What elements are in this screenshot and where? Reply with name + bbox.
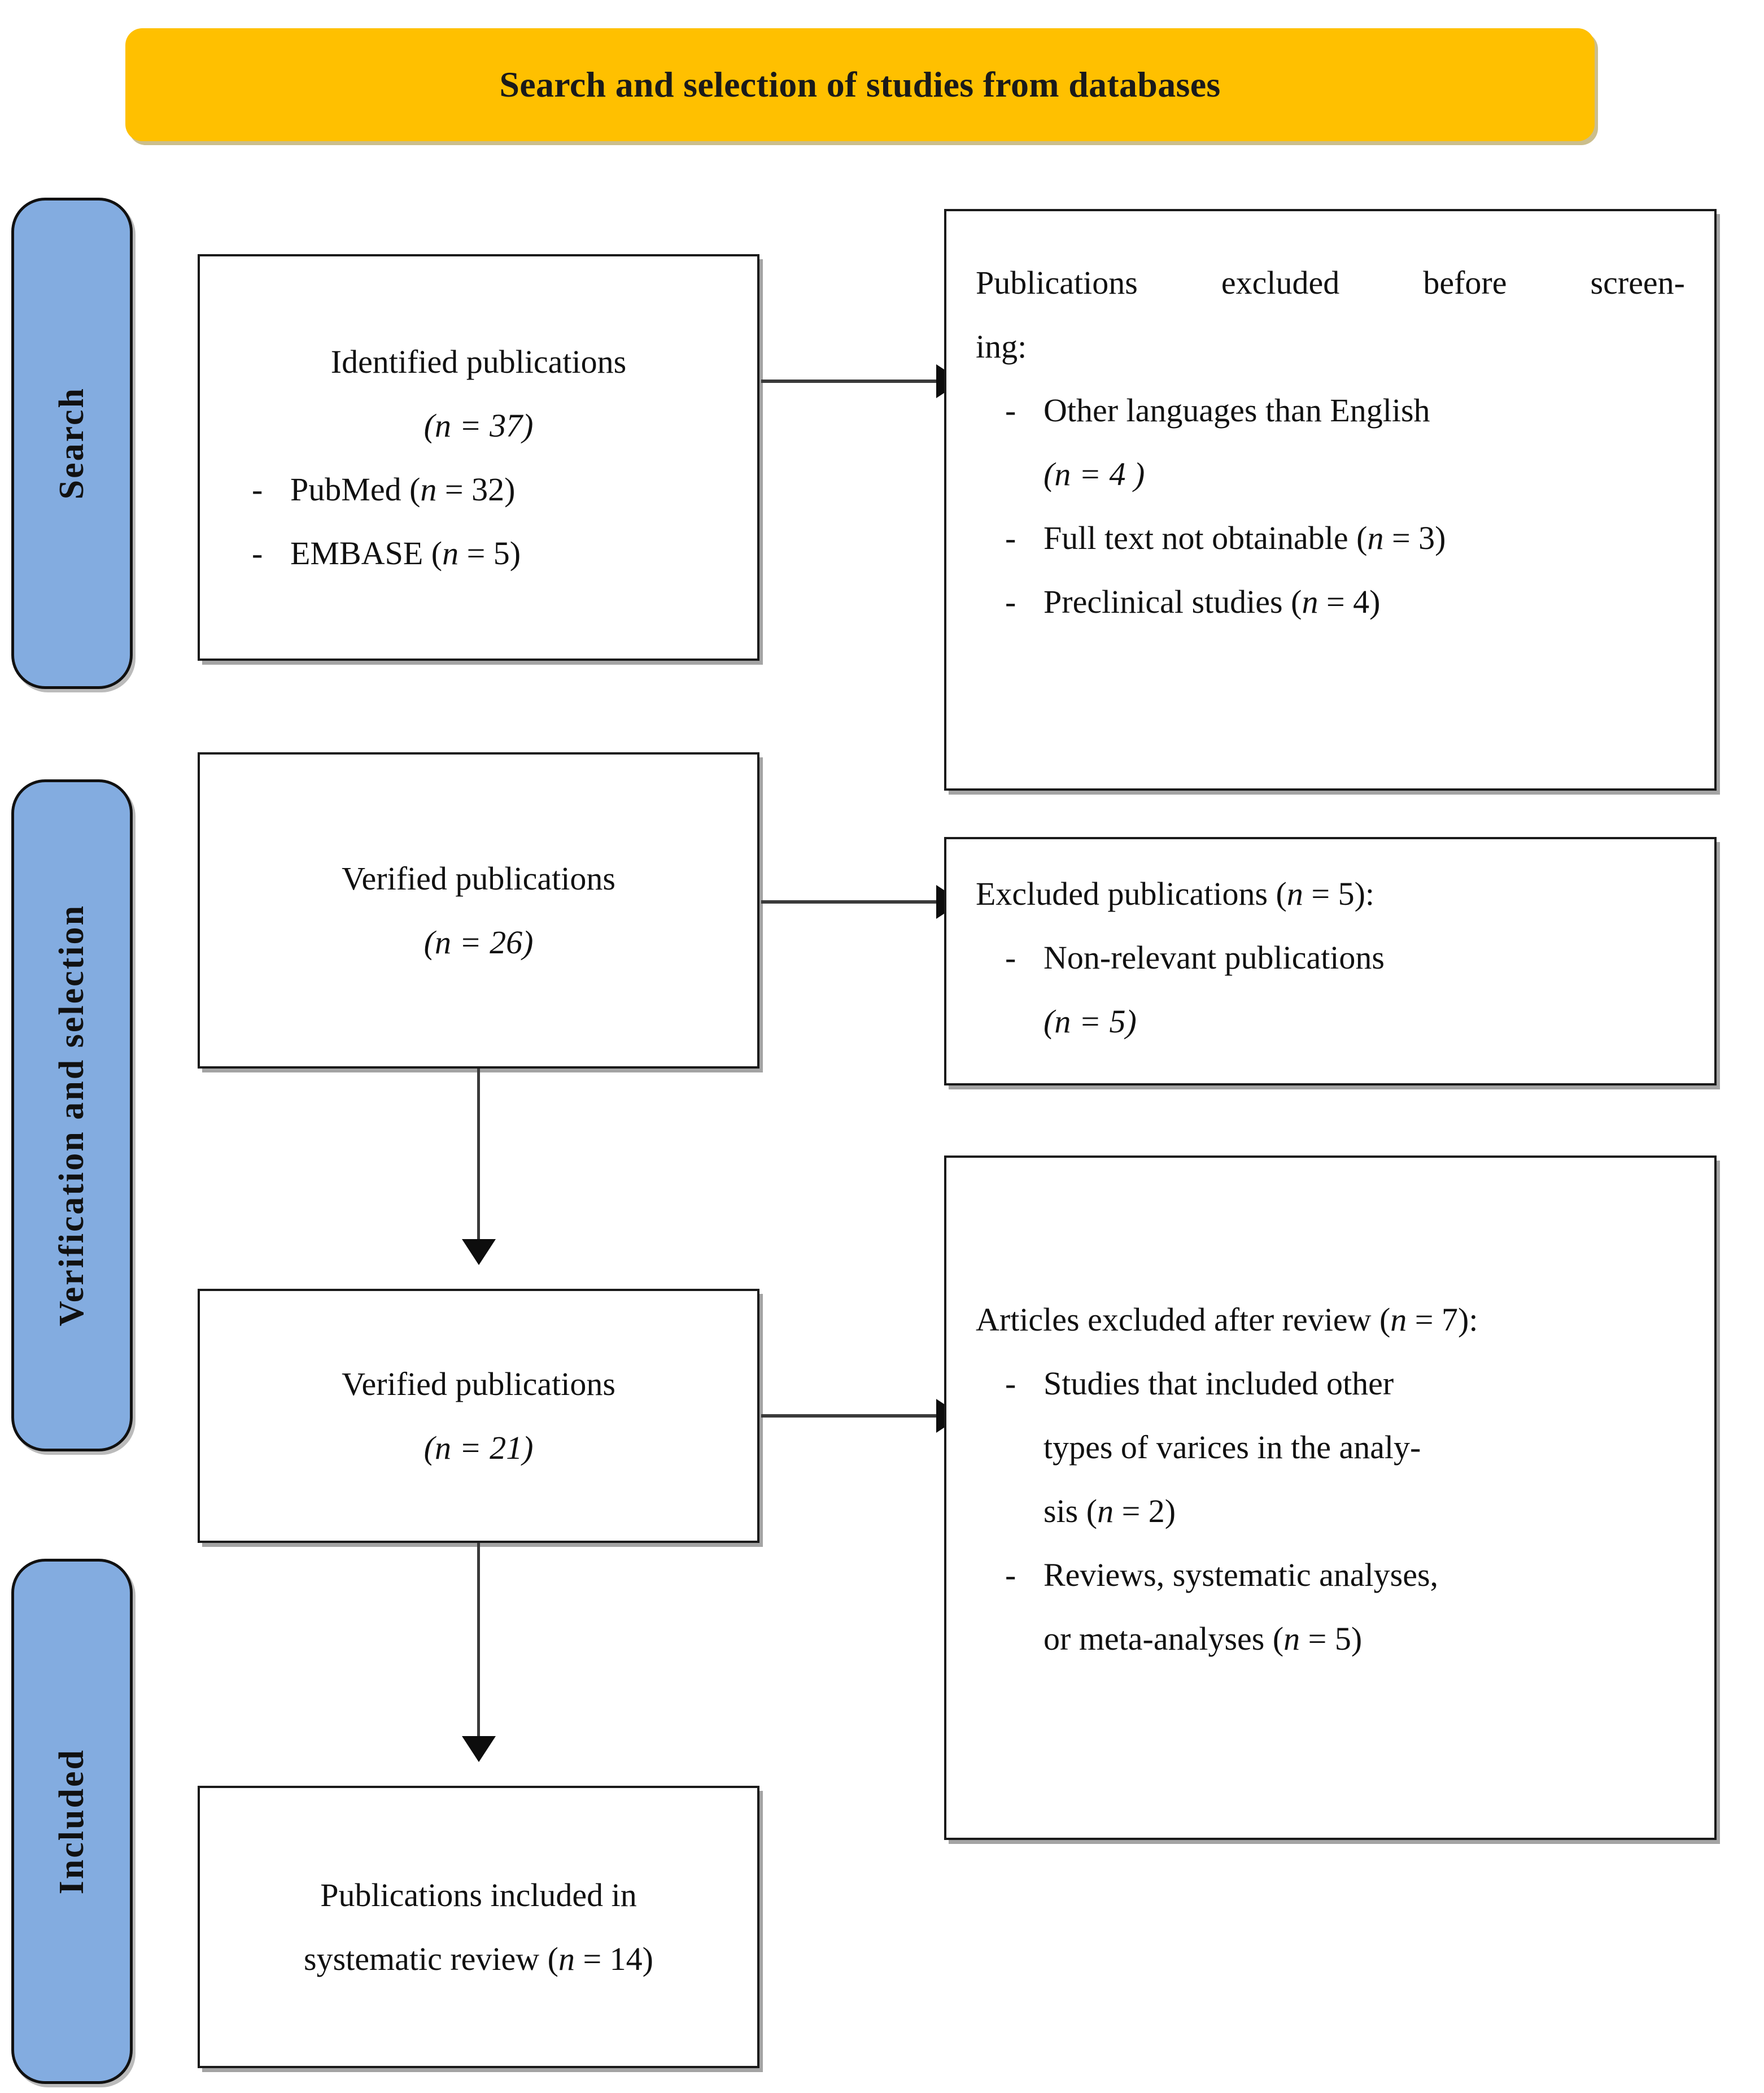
identified-heading: Identified publications — [330, 343, 627, 380]
verified-21-heading: Verified publications — [342, 1365, 615, 1402]
excluded-publications-bullet-nonrelevant: - Non-relevant publications — [976, 926, 1685, 989]
articles-excluded-bullet-reviews: - Reviews, systematic analyses, — [976, 1543, 1685, 1607]
bullet-dash-marker: - — [1005, 939, 1016, 976]
verified-26-count: (n = 26) — [423, 924, 534, 961]
bullet-dash-marker: - — [1005, 392, 1016, 429]
arrow-verified26-to-verified21 — [477, 1069, 480, 1263]
box-identified-publications: Identified publications (n = 37) - PubMe… — [198, 254, 759, 661]
excluded-before-screening-bullet-languages-count: (n = 4 ) — [976, 442, 1685, 506]
arrow-verified21-to-articles-excluded-after-review — [761, 1414, 960, 1418]
excluded-before-screening-bullet-languages: - Other languages than English — [976, 378, 1685, 442]
identified-bullet-pubmed: - PubMed (n = 32) — [222, 457, 735, 521]
diagram-title-text: Search and selection of studies from dat… — [499, 64, 1221, 104]
verified-21-count: (n = 21) — [423, 1429, 534, 1466]
box-verified-publications-26: Verified publications (n = 26) — [198, 752, 759, 1069]
articles-excluded-bullet-studies: - Studies that included other — [976, 1351, 1685, 1415]
included-final-line1: Publications included in — [320, 1876, 637, 1913]
excluded-before-screening-bullet-fulltext-text: Full text not obtainable (n = 3) — [1043, 520, 1446, 557]
stage-label-search: Search — [53, 387, 91, 500]
excluded-before-screening-bullet-preclinical-text: Preclinical studies (n = 4) — [1043, 583, 1381, 621]
articles-excluded-bullet-studies-cont2: sis (n = 2) — [976, 1479, 1685, 1543]
stage-label-verification-and-selection: Verification and selection — [53, 904, 91, 1327]
box-excluded-before-screening: Publications excluded before screen- ing… — [944, 209, 1717, 791]
box-articles-excluded-after-review: Articles excluded after review (n = 7): … — [944, 1155, 1717, 1840]
excluded-before-screening-bullet-preclinical: - Preclinical studies (n = 4) — [976, 570, 1685, 634]
articles-excluded-heading: Articles excluded after review (n = 7): — [976, 1301, 1478, 1338]
bullet-dash-marker: - — [252, 471, 263, 508]
bullet-dash-marker: - — [1005, 1556, 1016, 1594]
excluded-publications-heading: Excluded publications (n = 5): — [976, 875, 1374, 912]
excluded-before-screening-bullet-languages-text: Other languages than English — [1043, 392, 1430, 429]
bullet-dash-marker: - — [1005, 583, 1016, 621]
identified-bullet-pubmed-text: PubMed (n = 32) — [290, 471, 516, 508]
identified-bullet-embase-text: EMBASE (n = 5) — [290, 535, 521, 572]
diagram-title-banner: Search and selection of studies from dat… — [125, 28, 1595, 141]
verified-26-heading: Verified publications — [342, 860, 615, 897]
articles-excluded-bullet-studies-cont1: types of varices in the analy- — [976, 1415, 1685, 1479]
identified-count: (n = 37) — [423, 407, 534, 444]
excluded-publications-bullet-count-text: (n = 5) — [1043, 1003, 1137, 1040]
arrow-identified-to-excluded-before-screening — [761, 380, 960, 383]
articles-excluded-bullet-studies-cont2-text: sis (n = 2) — [1043, 1493, 1176, 1530]
box-excluded-publications: Excluded publications (n = 5): - Non-rel… — [944, 837, 1717, 1085]
included-final-line2: systematic review (n = 14) — [304, 1941, 653, 1977]
excluded-before-screening-bullet-fulltext: - Full text not obtainable (n = 3) — [976, 506, 1685, 570]
stage-pill-search: Search — [11, 198, 133, 689]
box-publications-included-systematic-review: Publications included in systematic revi… — [198, 1786, 759, 2068]
identified-bullet-embase: - EMBASE (n = 5) — [222, 521, 735, 585]
arrow-verified26-to-excluded-publications — [761, 900, 960, 904]
bullet-dash-marker: - — [1005, 520, 1016, 557]
articles-excluded-bullet-reviews-cont: or meta-analyses (n = 5) — [976, 1607, 1685, 1671]
arrow-verified21-to-included-final — [477, 1543, 480, 1760]
excluded-publications-bullet-count: (n = 5) — [976, 989, 1685, 1053]
excluded-before-screening-heading-line1: Publications excluded before screen- — [976, 264, 1685, 301]
articles-excluded-bullet-studies-text: Studies that included other — [1043, 1365, 1394, 1402]
stage-pill-verification-and-selection: Verification and selection — [11, 779, 133, 1451]
bullet-dash-marker: - — [252, 535, 263, 572]
articles-excluded-bullet-studies-cont1-text: types of varices in the analy- — [1043, 1429, 1421, 1466]
stage-pill-included: Included — [11, 1559, 133, 2084]
box-verified-publications-21: Verified publications (n = 21) — [198, 1289, 759, 1543]
articles-excluded-bullet-reviews-text: Reviews, systematic analyses, — [1043, 1556, 1439, 1594]
excluded-before-screening-heading-line2: ing: — [976, 328, 1027, 365]
articles-excluded-bullet-reviews-cont-text: or meta-analyses (n = 5) — [1043, 1620, 1363, 1658]
excluded-publications-bullet-nonrelevant-text: Non-relevant publications — [1043, 939, 1385, 976]
excluded-before-screening-bullet-languages-count-text: (n = 4 ) — [1043, 456, 1145, 493]
bullet-dash-marker: - — [1005, 1365, 1016, 1402]
stage-label-included: Included — [53, 1748, 91, 1895]
